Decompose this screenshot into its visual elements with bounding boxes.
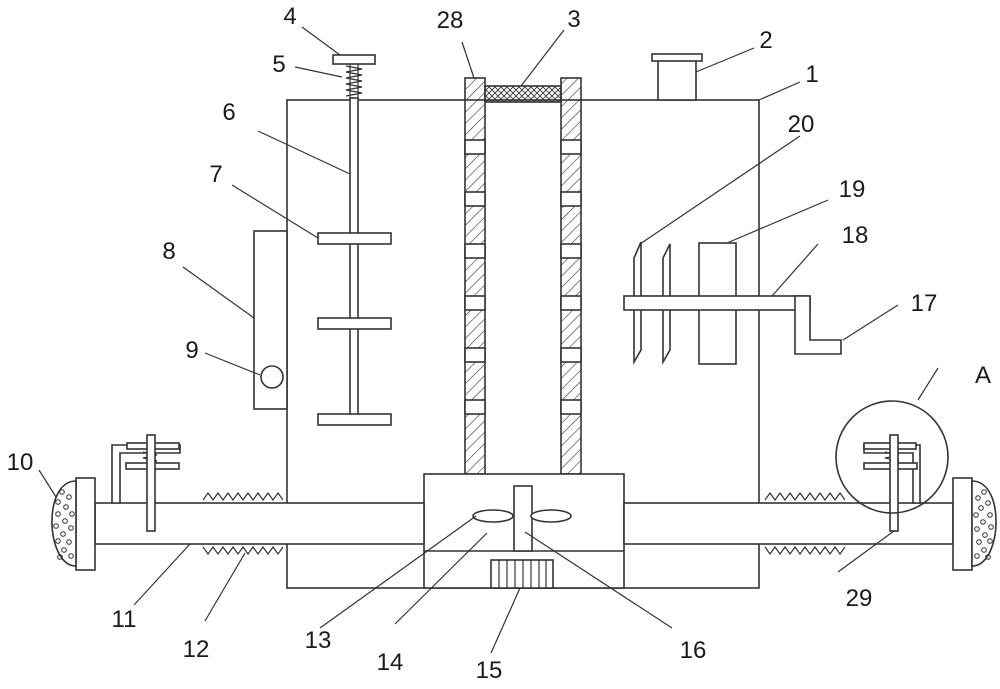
left-tube-wall	[464, 77, 486, 475]
label-2: 2	[759, 27, 772, 54]
label-a: A	[975, 362, 991, 389]
indicator-light	[260, 365, 284, 389]
impeller-blade-right	[530, 509, 572, 523]
crank-handle	[794, 295, 842, 355]
left-spring-bottom	[202, 545, 284, 556]
right-locking-clamp	[863, 434, 921, 532]
label-9: 9	[185, 337, 198, 364]
outlet-pipe-cap	[651, 53, 703, 62]
stirring-shaft	[349, 97, 359, 421]
label-29: 29	[846, 585, 873, 612]
label-8: 8	[162, 238, 175, 265]
right-end-plate	[952, 477, 973, 571]
label-7: 7	[209, 161, 222, 188]
label-15: 15	[476, 657, 503, 684]
label-11: 11	[112, 606, 137, 633]
stirring-paddle-top	[317, 232, 392, 245]
left-spring-top	[202, 491, 284, 502]
crank-shaft	[623, 295, 811, 311]
label-17: 17	[911, 290, 938, 317]
label-6: 6	[222, 99, 235, 126]
impeller-blade-left	[472, 509, 514, 523]
label-28: 28	[437, 7, 464, 34]
label-14: 14	[377, 649, 404, 676]
label-19: 19	[839, 176, 866, 203]
detail-circle-a	[835, 400, 949, 514]
left-pad-dots	[53, 489, 75, 560]
label-3: 3	[567, 6, 580, 33]
left-arm	[94, 502, 425, 545]
right-spring-bottom	[764, 545, 846, 556]
label-10: 10	[7, 449, 34, 476]
label-20: 20	[788, 111, 815, 138]
right-arm	[623, 502, 954, 545]
leader-lines	[38, 26, 939, 654]
spring	[345, 65, 363, 97]
label-1: 1	[805, 61, 818, 88]
left-end-plate	[75, 477, 96, 571]
label-4: 4	[283, 3, 296, 30]
label-18: 18	[842, 222, 869, 249]
label-13: 13	[305, 627, 332, 654]
left-locking-clamp	[111, 434, 181, 532]
right-spring-top	[764, 491, 846, 502]
right-tube-wall	[560, 77, 582, 475]
filter-screen	[484, 85, 562, 103]
label-12: 12	[183, 636, 210, 663]
motor	[490, 559, 554, 589]
stirring-paddle-mid	[317, 317, 392, 330]
label-5: 5	[272, 51, 285, 78]
outlet-pipe	[657, 59, 697, 101]
label-16: 16	[680, 637, 707, 664]
stirring-paddle-bottom	[317, 413, 392, 426]
impeller-shaft	[513, 485, 533, 552]
press-knob	[332, 54, 376, 65]
right-pad-dots	[973, 489, 994, 560]
